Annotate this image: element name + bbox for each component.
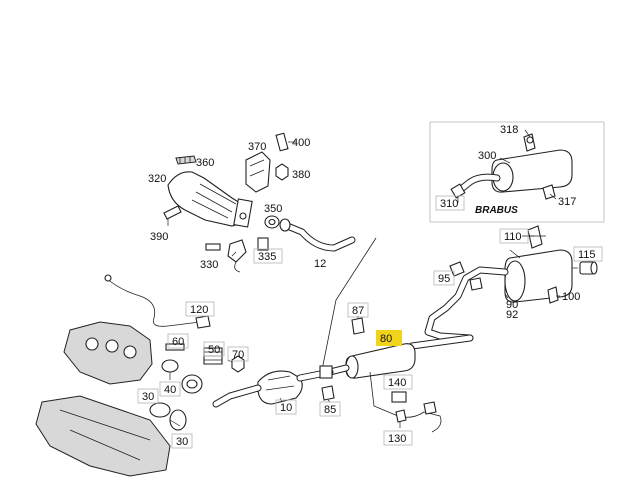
rear-muffler-assembly [424, 225, 598, 342]
center-muffler-assembly [326, 316, 474, 433]
callout-300[interactable]: 300 [478, 150, 496, 162]
callout-30-lower[interactable]: 30 [176, 436, 188, 448]
callout-80[interactable]: 80 [380, 333, 392, 345]
engine-mount-assembly [35, 274, 245, 477]
callout-120[interactable]: 120 [190, 304, 208, 316]
callout-360[interactable]: 360 [196, 157, 214, 169]
callout-70[interactable]: 70 [232, 349, 244, 361]
callout-140[interactable]: 140 [388, 377, 406, 389]
highlight-80 [376, 330, 402, 346]
callout-320[interactable]: 320 [148, 173, 166, 185]
callout-60[interactable]: 60 [172, 336, 184, 348]
callout-318[interactable]: 318 [500, 124, 518, 136]
callout-90[interactable]: 90 [506, 299, 518, 311]
callout-380[interactable]: 380 [292, 169, 310, 181]
callout-130[interactable]: 130 [388, 433, 406, 445]
callout-85[interactable]: 85 [324, 404, 336, 416]
callout-370[interactable]: 370 [248, 141, 266, 153]
callout-350[interactable]: 350 [264, 203, 282, 215]
brabus-label: BRABUS [475, 205, 518, 216]
callout-30-upper[interactable]: 30 [142, 391, 154, 403]
callout-335[interactable]: 335 [258, 251, 276, 263]
callout-95[interactable]: 95 [438, 273, 450, 285]
label-frames [137, 195, 603, 449]
callout-330[interactable]: 330 [200, 259, 218, 271]
divider-line [321, 237, 377, 371]
callouts: 370 400 360 380 320 350 390 330 335 12 3… [142, 124, 596, 448]
callout-10[interactable]: 10 [280, 402, 292, 414]
callout-40[interactable]: 40 [164, 384, 176, 396]
callout-400[interactable]: 400 [292, 137, 310, 149]
callout-12[interactable]: 12 [314, 258, 326, 270]
front-catalyst-assembly [212, 365, 335, 408]
brabus-inset: BRABUS [429, 121, 605, 223]
callout-92[interactable]: 92 [506, 309, 518, 321]
callout-115[interactable]: 115 [578, 249, 596, 261]
callout-390[interactable]: 390 [150, 231, 168, 243]
callout-87[interactable]: 87 [352, 305, 364, 317]
callout-317[interactable]: 317 [558, 196, 576, 208]
callout-310[interactable]: 310 [440, 198, 458, 210]
callout-100[interactable]: 100 [562, 291, 580, 303]
callout-50[interactable]: 50 [208, 344, 220, 356]
exhaust-manifold-assembly [163, 132, 356, 273]
callout-110[interactable]: 110 [504, 231, 522, 243]
